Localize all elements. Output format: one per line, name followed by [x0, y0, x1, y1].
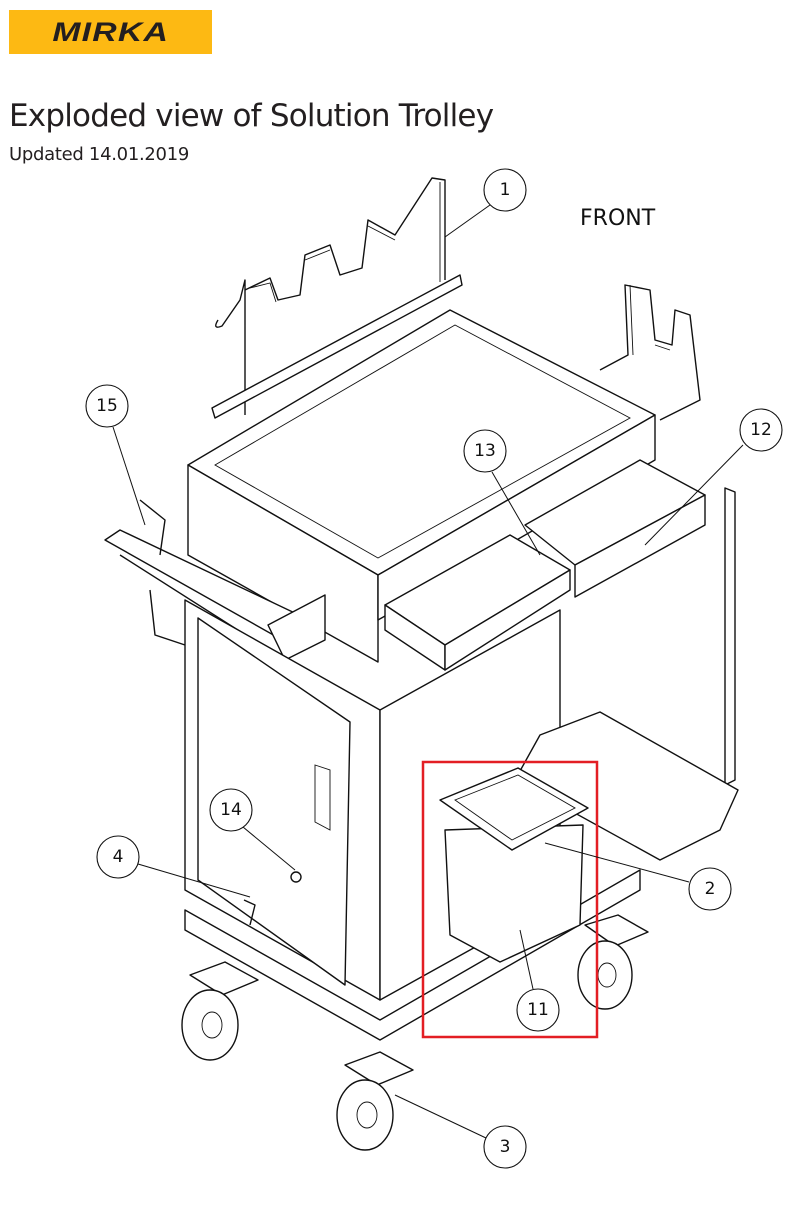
page-title: Exploded view of Solution Trolley — [9, 98, 494, 134]
callout-13: 13 — [463, 429, 507, 473]
svg-text:1: 1 — [500, 180, 511, 200]
svg-text:12: 12 — [750, 420, 772, 440]
rear-right-rack — [599, 284, 701, 421]
callout-12: 12 — [739, 408, 783, 452]
svg-text:2: 2 — [705, 879, 716, 899]
caster-front — [336, 1051, 414, 1151]
callout-1: 1 — [483, 168, 527, 212]
svg-text:3: 3 — [500, 1137, 511, 1157]
base-frame — [184, 869, 641, 1041]
updated-date: Updated 14.01.2019 — [9, 144, 189, 165]
caster-front-left — [181, 961, 259, 1061]
mirka-logo: MIRKA — [9, 10, 212, 54]
callout-15: 15 — [85, 384, 129, 428]
caster-rear-right — [577, 914, 649, 1010]
top-tray — [187, 309, 656, 663]
key-icon — [243, 899, 256, 926]
callout-14: 14 — [209, 788, 253, 832]
logo-text: MIRKA — [52, 16, 169, 47]
svg-text:14: 14 — [220, 800, 242, 820]
callout-4: 4 — [96, 835, 140, 879]
svg-text:4: 4 — [113, 847, 124, 867]
callout-2: 2 — [688, 867, 732, 911]
leader-lines — [112, 204, 744, 1139]
lock-icon — [290, 871, 302, 883]
callout-11: 11 — [516, 988, 560, 1032]
svg-text:15: 15 — [96, 396, 118, 416]
svg-text:13: 13 — [474, 441, 496, 461]
drawer-12 — [524, 459, 706, 598]
bucket — [439, 767, 589, 963]
drawer-13 — [384, 534, 571, 671]
highlight-box — [421, 760, 599, 1039]
callout-3: 3 — [483, 1125, 527, 1169]
hose-holder-rack — [211, 177, 463, 419]
svg-text:11: 11 — [527, 1000, 549, 1020]
front-label: FRONT — [580, 206, 656, 231]
